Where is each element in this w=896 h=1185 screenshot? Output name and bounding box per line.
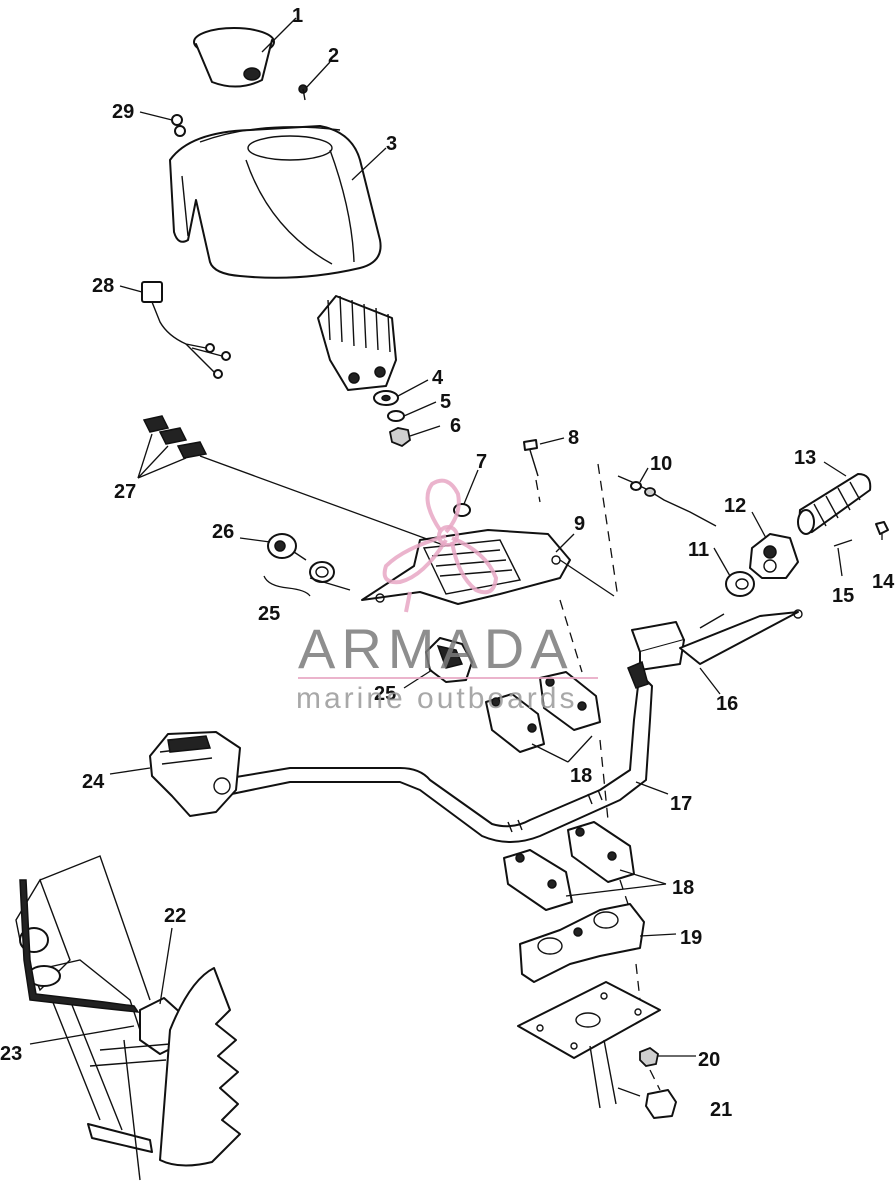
- frame-and-wheel: [15, 855, 241, 1181]
- callout-20: 20: [698, 1049, 720, 1071]
- part-15-screw: [833, 539, 853, 547]
- callout-28: 28: [92, 275, 114, 297]
- part-24-switch-housing: [149, 731, 241, 817]
- callout-22: 22: [164, 905, 186, 927]
- callout-10: 10: [650, 453, 672, 475]
- callout-27: 27: [114, 481, 136, 503]
- part-5-lock-washer: [387, 410, 405, 422]
- part-11-spacer: [725, 571, 755, 597]
- part-20-nut: [639, 1046, 659, 1067]
- callout-18-lower: 18: [672, 877, 694, 899]
- callout-3: 3: [386, 133, 397, 155]
- callout-11: 11: [688, 539, 709, 561]
- part-18-lower-clamp-left: [503, 849, 573, 911]
- part-mount-plate: [517, 981, 661, 1109]
- part-2-screw: [298, 84, 308, 101]
- callout-14: 14: [872, 571, 895, 593]
- part-18-lower-clamp-right: [567, 821, 635, 883]
- part-6-nut: [388, 427, 411, 448]
- callout-15: 15: [832, 585, 854, 607]
- callout-25-upper: 25: [258, 603, 280, 625]
- part-1-instrument-cup: [193, 27, 275, 88]
- part-26-switch-knob: [267, 533, 307, 561]
- part-headlight-bracket: [317, 295, 397, 391]
- part-21-cap-nut: [645, 1089, 677, 1119]
- part-25-switch-bezel: [309, 561, 335, 583]
- part-18-upper-clamp-right: [539, 671, 601, 731]
- part-4-washer: [373, 390, 399, 406]
- callout-8: 8: [568, 427, 579, 449]
- part-12-throttle-housing: [749, 533, 799, 579]
- callout-21: 21: [710, 1099, 732, 1121]
- part-25-ignition-switch: [425, 637, 473, 683]
- callout-12: 12: [724, 495, 746, 517]
- callout-23: 23: [0, 1043, 22, 1065]
- callout-1: 1: [292, 5, 303, 27]
- part-28-connector-harness: [141, 281, 231, 379]
- part-13-hand-grip: [797, 473, 872, 535]
- part-8-bolt: [523, 439, 539, 477]
- part-16-brake-lever-assembly: [631, 609, 803, 671]
- callout-24: 24: [82, 771, 105, 793]
- part-27-switch-caps: [142, 415, 208, 459]
- part-10-cable-adjuster: [617, 475, 717, 527]
- leader-lines: [29, 17, 883, 1097]
- callout-19: 19: [680, 927, 702, 949]
- callout-25-lower: 25: [374, 683, 396, 705]
- assembly-lines: [199, 455, 661, 1091]
- watermark-propeller-logo: [382, 478, 499, 613]
- part-14-nut: [875, 521, 889, 535]
- watermark-tagline: marine outboards: [296, 682, 577, 715]
- callout-9: 9: [574, 513, 585, 535]
- callout-16: 16: [716, 693, 738, 715]
- part-19-riser-block: [519, 903, 645, 983]
- part-9-mounting-plate: [361, 529, 571, 605]
- part-18-upper-clamp-left: [485, 693, 545, 753]
- callout-5: 5: [440, 391, 451, 413]
- callout-6: 6: [450, 415, 461, 437]
- part-17-handlebar: [217, 660, 653, 843]
- callout-7: 7: [476, 451, 487, 473]
- part-29-nut: [171, 114, 186, 137]
- callout-18-upper: 18: [570, 765, 592, 787]
- callout-26: 26: [212, 521, 234, 543]
- callout-labels: 1 2 3 29 28 4 5 6 7 8 9 10 11 12 13 14 1…: [0, 5, 895, 1121]
- callout-2: 2: [328, 45, 339, 67]
- callout-4: 4: [432, 367, 444, 389]
- part-3-handlebar-cover: [169, 125, 382, 279]
- callout-13: 13: [794, 447, 816, 469]
- callout-17: 17: [670, 793, 692, 815]
- callout-29: 29: [112, 101, 134, 123]
- watermark: ARMADA marine outboards: [296, 478, 598, 715]
- watermark-brand: ARMADA: [298, 617, 574, 680]
